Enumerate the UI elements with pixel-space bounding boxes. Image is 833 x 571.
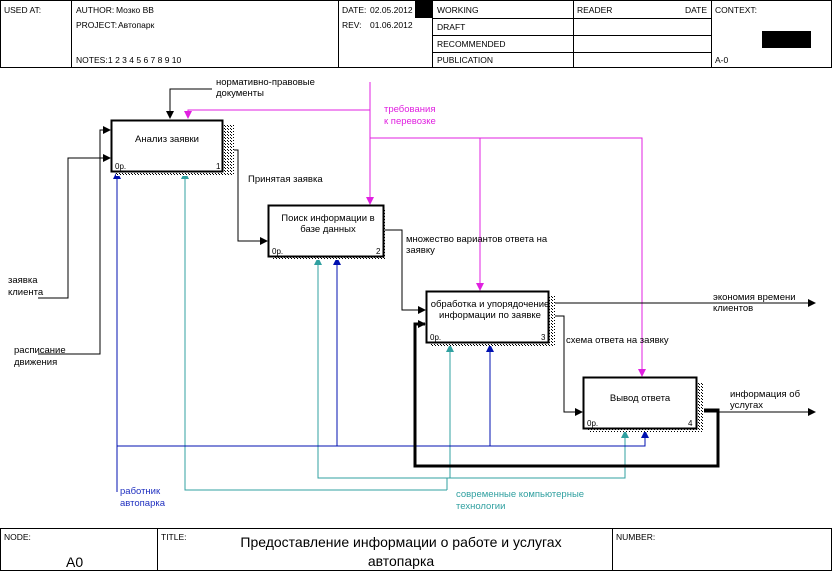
- variants-label: множество вариантов ответа на заявку: [406, 234, 550, 256]
- activity-box-4-label-line: Вывод ответа: [610, 393, 671, 404]
- activity-box-2-label-line: базе данных: [300, 224, 356, 235]
- tech-arrow-group: [181, 171, 629, 491]
- author-label: AUTHOR:: [76, 5, 114, 15]
- normative-label: нормативно-правовые документы: [216, 77, 318, 99]
- status-recommended: RECOMMENDED: [437, 39, 505, 49]
- rev-label: REV:: [342, 20, 362, 30]
- activity-box-3-cost: 0р.: [430, 333, 441, 342]
- schedule-arrow: [38, 126, 111, 355]
- author-value: Мозко ВВ: [116, 5, 154, 15]
- worker-arrow-bus: [117, 430, 649, 447]
- variants-arrow: [383, 229, 426, 314]
- date-label: DATE:: [342, 5, 366, 15]
- accepted-request-label: Принятая заявка: [248, 174, 323, 185]
- schedule-label: расписание движения: [14, 345, 68, 368]
- info-out-label: информация об услугах: [730, 389, 803, 411]
- tech-label: современные компьютерные технологии: [456, 489, 587, 512]
- reader-label: READER: [577, 5, 612, 15]
- title-label: TITLE:: [161, 532, 187, 542]
- black-arrow-group: [38, 88, 816, 416]
- feedback-loop-arrow: [413, 320, 720, 468]
- context-value: A-0: [715, 55, 729, 65]
- number-label: NUMBER:: [616, 532, 655, 542]
- activity-box-4-cost: 0р.: [587, 419, 598, 428]
- activity-box-1-number: 1: [216, 162, 221, 171]
- economy-label: экономия времени клиентов: [713, 292, 798, 314]
- activity-box-4-label: Вывод ответа: [610, 393, 671, 404]
- activity-box-1[interactable]: Анализ заявки 0р. 1: [110, 119, 235, 177]
- reader-date-label: DATE: [685, 5, 707, 15]
- tech-arrow-to-box3: [446, 344, 454, 490]
- context-thumbnail: [762, 31, 811, 48]
- used-at-label: USED AT:: [4, 5, 41, 15]
- rev-value: 01.06.2012: [370, 20, 413, 30]
- activity-box-2-cost: 0р.: [272, 247, 283, 256]
- activity-box-3-label-line: обработка и упорядочение: [431, 299, 550, 310]
- node-label: NODE:: [4, 532, 31, 542]
- activity-box-1-cost: 0р.: [115, 162, 126, 171]
- client-request-arrow: [38, 154, 111, 299]
- requirements-label: требования к перевозке: [384, 104, 438, 127]
- client-request-label: заявка клиента: [8, 275, 44, 298]
- worker-arrow-group: [113, 171, 649, 492]
- activity-box-2-label-line: Поиск информации в: [281, 213, 374, 224]
- header-frame: [0, 0, 832, 68]
- scheme-label: схема ответа на заявку: [566, 335, 669, 346]
- activity-box-3-number: 3: [541, 333, 546, 342]
- notes-value: 1 2 3 4 5 6 7 8 9 10: [108, 55, 182, 65]
- activity-box-1-label-line: Анализ заявки: [135, 134, 199, 145]
- project-label: PROJECT:: [76, 20, 117, 30]
- worker-label: работник автопарка: [120, 486, 166, 509]
- diagram-title-line2: автопарка: [368, 553, 435, 569]
- project-value: Автопарк: [118, 20, 155, 30]
- date-value: 02.05.2012: [370, 5, 413, 15]
- tech-arrow-to-box2: [314, 257, 447, 479]
- status-publication: PUBLICATION: [437, 55, 493, 65]
- diagram-title-line1: Предоставление информации о работе и усл…: [240, 534, 561, 550]
- tech-arrow-trunk: [181, 171, 447, 491]
- activity-box-2-number: 2: [376, 247, 381, 256]
- requirements-arrow-group: [184, 82, 646, 377]
- requirements-arrow-to-box1: [184, 109, 370, 119]
- status-draft: DRAFT: [437, 22, 465, 32]
- tech-arrow-to-box4: [450, 430, 629, 479]
- notes-label: NOTES:: [76, 55, 108, 65]
- context-label: CONTEXT:: [715, 5, 757, 15]
- scheme-arrow: [548, 315, 583, 416]
- activity-box-4[interactable]: Вывод ответа 0р. 4: [582, 376, 705, 433]
- normative-arrow: [166, 88, 212, 119]
- activity-box-1-label: Анализ заявки: [135, 134, 199, 145]
- node-value: A0: [66, 554, 83, 570]
- status-working: WORKING: [437, 5, 479, 15]
- requirements-arrow-to-box3: [370, 137, 484, 291]
- requirements-arrow-to-box4: [480, 137, 646, 377]
- working-status-marker: [415, 1, 432, 18]
- activity-box-4-number: 4: [688, 419, 693, 428]
- activity-box-3-label-line: информации по заявке: [439, 310, 541, 321]
